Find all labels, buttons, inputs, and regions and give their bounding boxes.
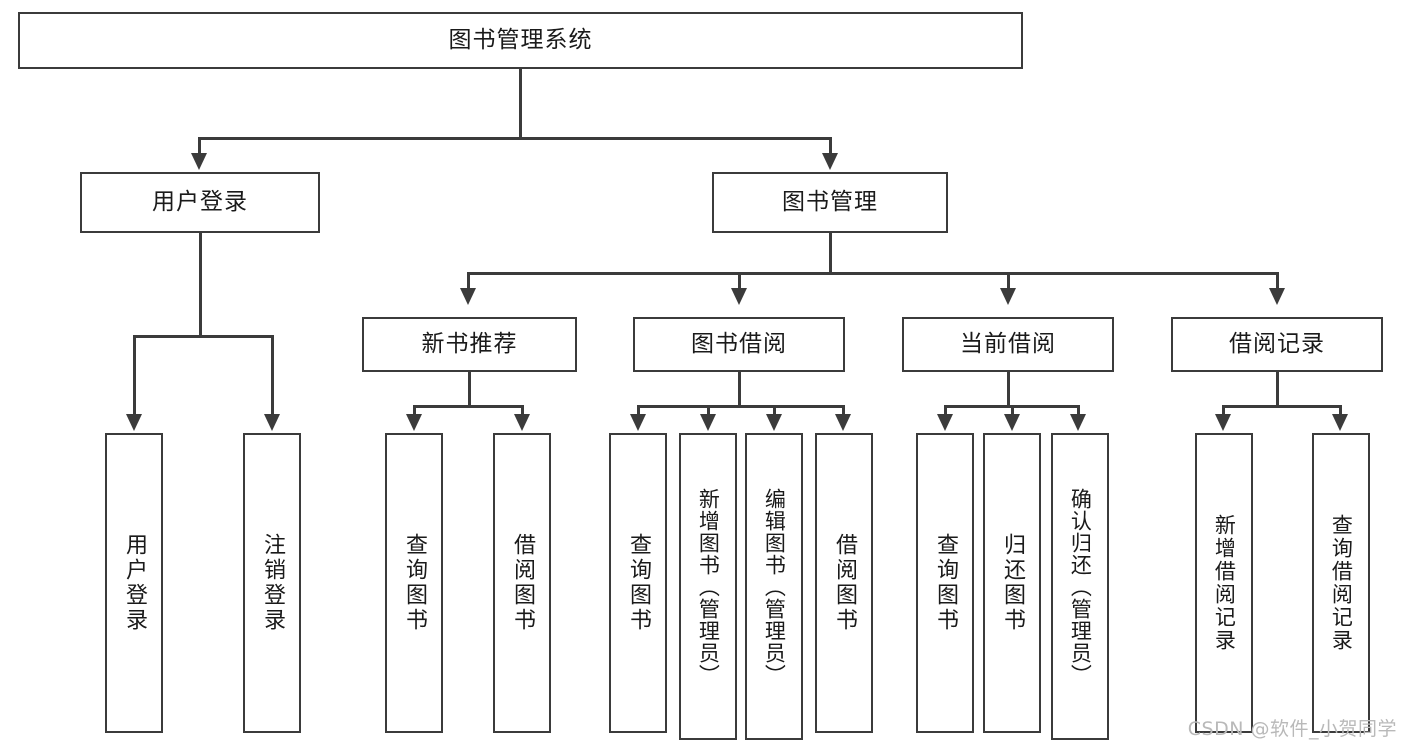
arrow-to-new-book-recommend [460, 288, 476, 305]
node-label: 新书推荐 [421, 330, 518, 357]
node-current-borrow[interactable]: 当前借阅 [902, 317, 1114, 372]
node-label: 查询图书 [401, 533, 427, 633]
node-label: 借阅图书 [831, 533, 857, 633]
leaf-cb-return-book[interactable]: 归还图书 [983, 433, 1041, 733]
node-label: 用户登录 [152, 188, 248, 215]
leaf-bb-query-book[interactable]: 查询图书 [609, 433, 667, 733]
connector-bm-drop-4 [1276, 272, 1279, 292]
connector-br-stem [1276, 372, 1279, 407]
arrow-to-book-borrow [731, 288, 747, 305]
arrow-to-bb-leaf-4 [835, 414, 851, 431]
arrow-to-br-leaf-1 [1215, 414, 1231, 431]
connector-bb-drop-3 [773, 405, 776, 417]
node-label: 图书管理 [782, 188, 878, 215]
node-label: 图书管理系统 [448, 26, 593, 53]
node-label: 图书借阅 [691, 330, 787, 357]
leaf-nbr-borrow-book[interactable]: 借阅图书 [493, 433, 551, 733]
node-label: 新增图书（管理员） [696, 487, 721, 686]
arrow-to-br-leaf-2 [1332, 414, 1348, 431]
arrow-to-borrow-record [1269, 288, 1285, 305]
node-label: 借阅记录 [1229, 330, 1325, 357]
arrow-to-cb-leaf-1 [937, 414, 953, 431]
connector-cb-drop-3 [1077, 405, 1080, 417]
leaf-br-query-record[interactable]: 查询借阅记录 [1312, 433, 1370, 733]
connector-cb-drop-2 [1011, 405, 1014, 417]
leaf-cb-query-book[interactable]: 查询图书 [916, 433, 974, 733]
node-label: 借阅图书 [509, 533, 535, 633]
connector-book-manage-stem [829, 233, 832, 274]
connector-nbr-drop-2 [521, 405, 524, 417]
arrow-to-current-borrow [1000, 288, 1016, 305]
leaf-bb-add-book-admin[interactable]: 新增图书（管理员） [679, 433, 737, 740]
node-borrow-record[interactable]: 借阅记录 [1171, 317, 1383, 372]
node-label: 确认归还（管理员） [1068, 487, 1093, 686]
arrow-to-bb-leaf-3 [766, 414, 782, 431]
connector-nbr-stem [468, 372, 471, 407]
leaf-cb-confirm-return-admin[interactable]: 确认归还（管理员） [1051, 433, 1109, 740]
connector-user-login-bus [133, 335, 273, 338]
connector-bb-drop-4 [842, 405, 845, 417]
node-label: 新增借阅记录 [1212, 514, 1237, 652]
connector-bb-drop-1 [637, 405, 640, 417]
csdn-watermark: CSDN @软件_小贺同学 [1187, 718, 1397, 740]
connector-br-drop-1 [1222, 405, 1225, 417]
connector-bb-drop-2 [707, 405, 710, 417]
connector-bm-drop-3 [1007, 272, 1010, 292]
arrow-to-bb-leaf-2 [700, 414, 716, 431]
connector-root-bus [198, 137, 831, 140]
node-label: 注销登录 [259, 533, 285, 633]
node-user-login[interactable]: 用户登录 [80, 172, 320, 233]
node-label: 查询借阅记录 [1329, 514, 1354, 652]
arrow-to-bb-leaf-1 [630, 414, 646, 431]
connector-nbr-drop-1 [413, 405, 416, 417]
arrow-to-book-manage [822, 153, 838, 170]
arrow-to-nbr-leaf-2 [514, 414, 530, 431]
connector-user-login-stem [199, 233, 202, 337]
leaf-br-add-record[interactable]: 新增借阅记录 [1195, 433, 1253, 733]
connector-br-bus [1222, 405, 1341, 408]
arrow-to-cb-leaf-2 [1004, 414, 1020, 431]
node-new-book-recommend[interactable]: 新书推荐 [362, 317, 577, 372]
connector-bb-bus [637, 405, 844, 408]
connector-book-manage-bus [467, 272, 1278, 275]
connector-bm-drop-2 [738, 272, 741, 292]
connector-nbr-bus [413, 405, 523, 408]
node-root-system[interactable]: 图书管理系统 [18, 12, 1023, 69]
connector-cb-drop-1 [944, 405, 947, 417]
leaf-user-login[interactable]: 用户登录 [105, 433, 163, 733]
node-label: 查询图书 [625, 533, 651, 633]
node-label: 归还图书 [999, 533, 1025, 633]
connector-user-login-drop-1 [133, 335, 136, 417]
connector-cb-stem [1007, 372, 1010, 407]
arrow-to-cb-leaf-3 [1070, 414, 1086, 431]
connector-root-to-book-manage [829, 137, 832, 157]
connector-user-login-drop-2 [271, 335, 274, 417]
leaf-bb-borrow-book[interactable]: 借阅图书 [815, 433, 873, 733]
arrow-to-leaf-logout [264, 414, 280, 431]
node-label: 查询图书 [932, 533, 958, 633]
connector-br-drop-2 [1339, 405, 1342, 417]
arrow-to-nbr-leaf-1 [406, 414, 422, 431]
leaf-nbr-query-book[interactable]: 查询图书 [385, 433, 443, 733]
connector-root-stem [519, 69, 522, 139]
node-book-manage[interactable]: 图书管理 [712, 172, 948, 233]
node-label: 当前借阅 [960, 330, 1056, 357]
leaf-bb-edit-book-admin[interactable]: 编辑图书（管理员） [745, 433, 803, 740]
node-label: 编辑图书（管理员） [762, 487, 787, 686]
connector-bb-stem [738, 372, 741, 407]
leaf-logout[interactable]: 注销登录 [243, 433, 301, 733]
arrow-to-user-login [191, 153, 207, 170]
node-label: 用户登录 [121, 533, 147, 633]
connector-bm-drop-1 [467, 272, 470, 292]
connector-root-to-user-login [198, 137, 201, 157]
arrow-to-leaf-user-login [126, 414, 142, 431]
node-book-borrow[interactable]: 图书借阅 [633, 317, 845, 372]
